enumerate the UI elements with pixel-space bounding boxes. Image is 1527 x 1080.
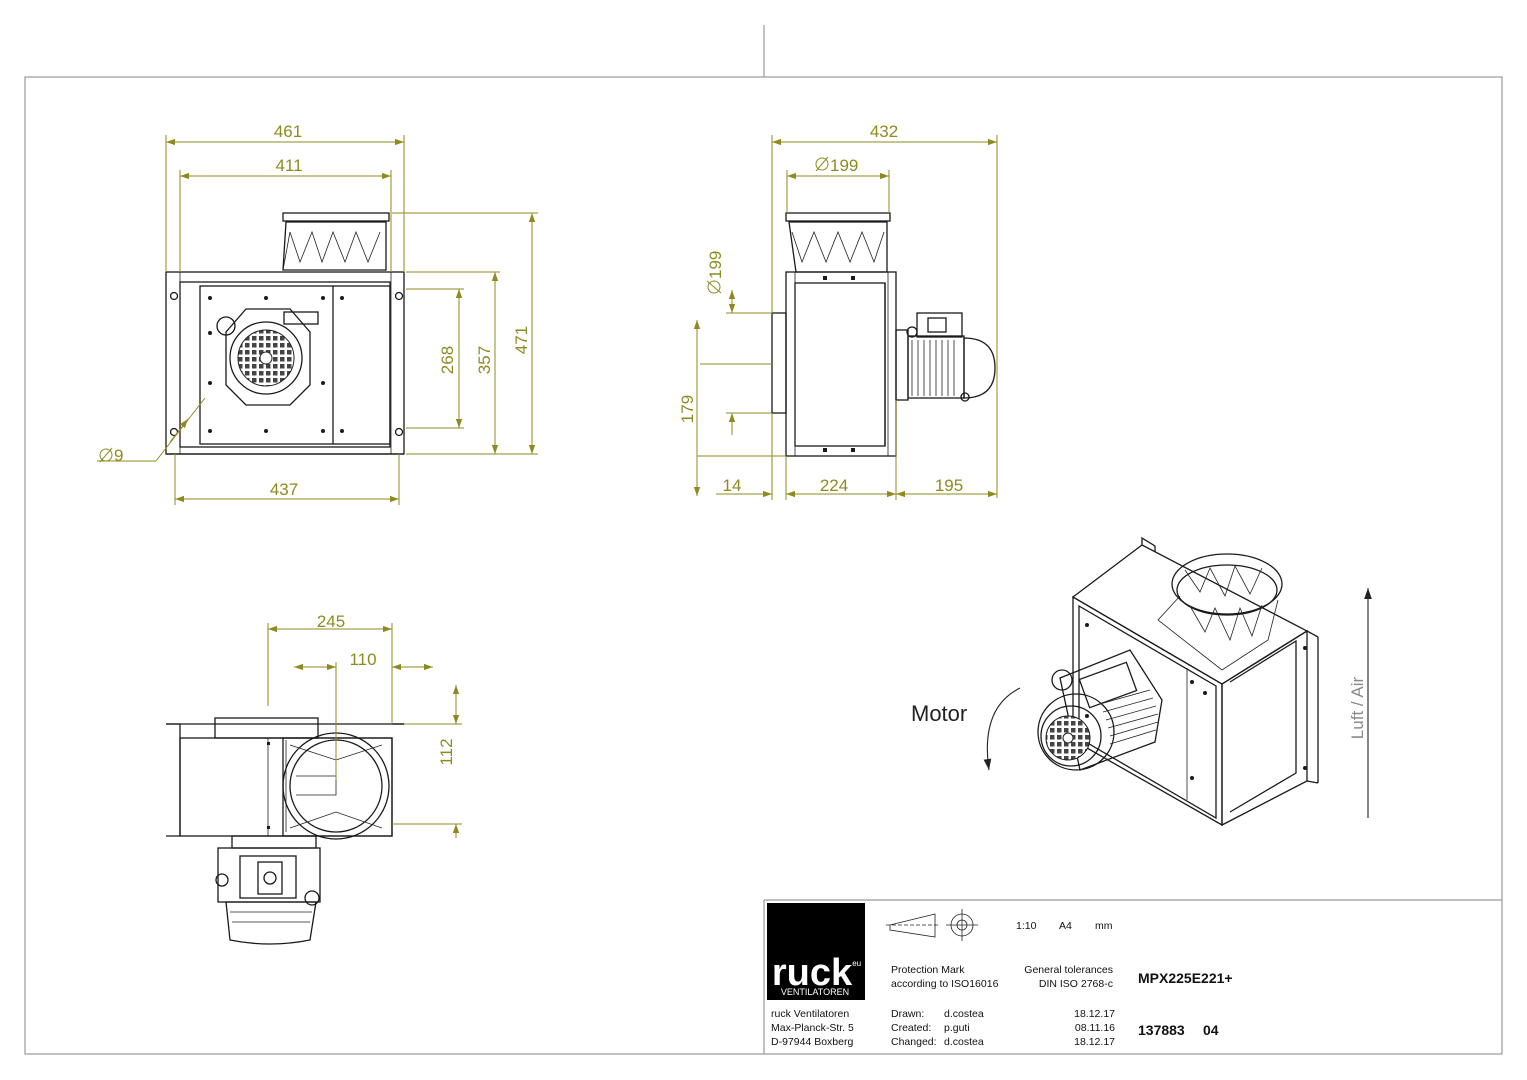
motor-label: Motor (911, 701, 967, 726)
title-block: ruck .eu VENTILATOREN ruck Ventilatoren … (763, 899, 1502, 1054)
protection-mark-standard: according to ISO16016 (891, 978, 999, 990)
tolerances-standard: DIN ISO 2768-c (1039, 978, 1113, 990)
model-name: MPX225E221+ (1138, 970, 1233, 986)
dim-199-left: 199 (706, 251, 725, 279)
paper-size: A4 (1059, 920, 1072, 932)
dim-461: 461 (274, 122, 302, 141)
scale-value: 1:10 (1016, 920, 1037, 932)
mount-keyhole-icon (169, 291, 404, 437)
dim-110: 110 (349, 650, 376, 669)
drawn-by: d.costea (944, 1008, 984, 1020)
drawn-label: Drawn: (891, 1008, 924, 1020)
bottom-view: 245 110 112 (166, 612, 462, 945)
dim-hole-9: 9 (114, 446, 123, 465)
address-line: ruck Ventilatoren (771, 1008, 849, 1020)
brand-suffix: .eu (850, 959, 861, 968)
created-date: 08.11.16 (1075, 1022, 1115, 1034)
dim-112: 112 (437, 738, 456, 765)
dim-179: 179 (678, 395, 697, 423)
hole-diameter-label: 9 (99, 446, 123, 465)
dim-199-top: 199 (830, 156, 858, 175)
dim-357: 357 (475, 346, 494, 374)
changed-date: 18.12.17 (1074, 1036, 1115, 1048)
dim-437: 437 (270, 480, 298, 499)
isometric-view: Motor Luft / Air (911, 536, 1372, 827)
side-view: 432 199 199 179 14 224 195 (678, 122, 998, 500)
address-line: D-97944 Boxberg (771, 1036, 853, 1048)
created-by: p.guti (944, 1022, 970, 1034)
dim-471: 471 (512, 326, 531, 354)
air-direction-label: Luft / Air (1348, 676, 1367, 739)
dim-195: 195 (935, 476, 963, 495)
drawn-date: 18.12.17 (1074, 1008, 1115, 1020)
address-line: Max-Planck-Str. 5 (771, 1022, 854, 1034)
dim-245: 245 (317, 612, 345, 631)
unit-value: mm (1095, 920, 1113, 932)
projection-symbol-icon (886, 909, 978, 941)
flange-diameter-label: 199 (815, 156, 858, 175)
changed-by: d.costea (944, 1036, 984, 1048)
tolerances-label: General tolerances (1024, 964, 1113, 976)
brand-subtitle: VENTILATOREN (781, 987, 849, 997)
outlet-diameter-label: 199 (706, 251, 725, 294)
dim-224: 224 (820, 476, 848, 495)
dim-268: 268 (438, 346, 457, 374)
dim-14: 14 (723, 476, 742, 495)
created-label: Created: (891, 1022, 931, 1034)
revision-number: 04 (1203, 1022, 1219, 1038)
changed-label: Changed: (891, 1036, 937, 1048)
brand-logo (767, 903, 865, 1000)
front-view: 461 411 437 268 357 471 9 (97, 122, 538, 505)
dim-411: 411 (275, 156, 302, 175)
dim-432: 432 (870, 122, 898, 141)
drawing-number: 137883 (1138, 1022, 1185, 1038)
brand-name: ruck (772, 952, 853, 994)
protection-mark-label: Protection Mark (891, 964, 965, 976)
